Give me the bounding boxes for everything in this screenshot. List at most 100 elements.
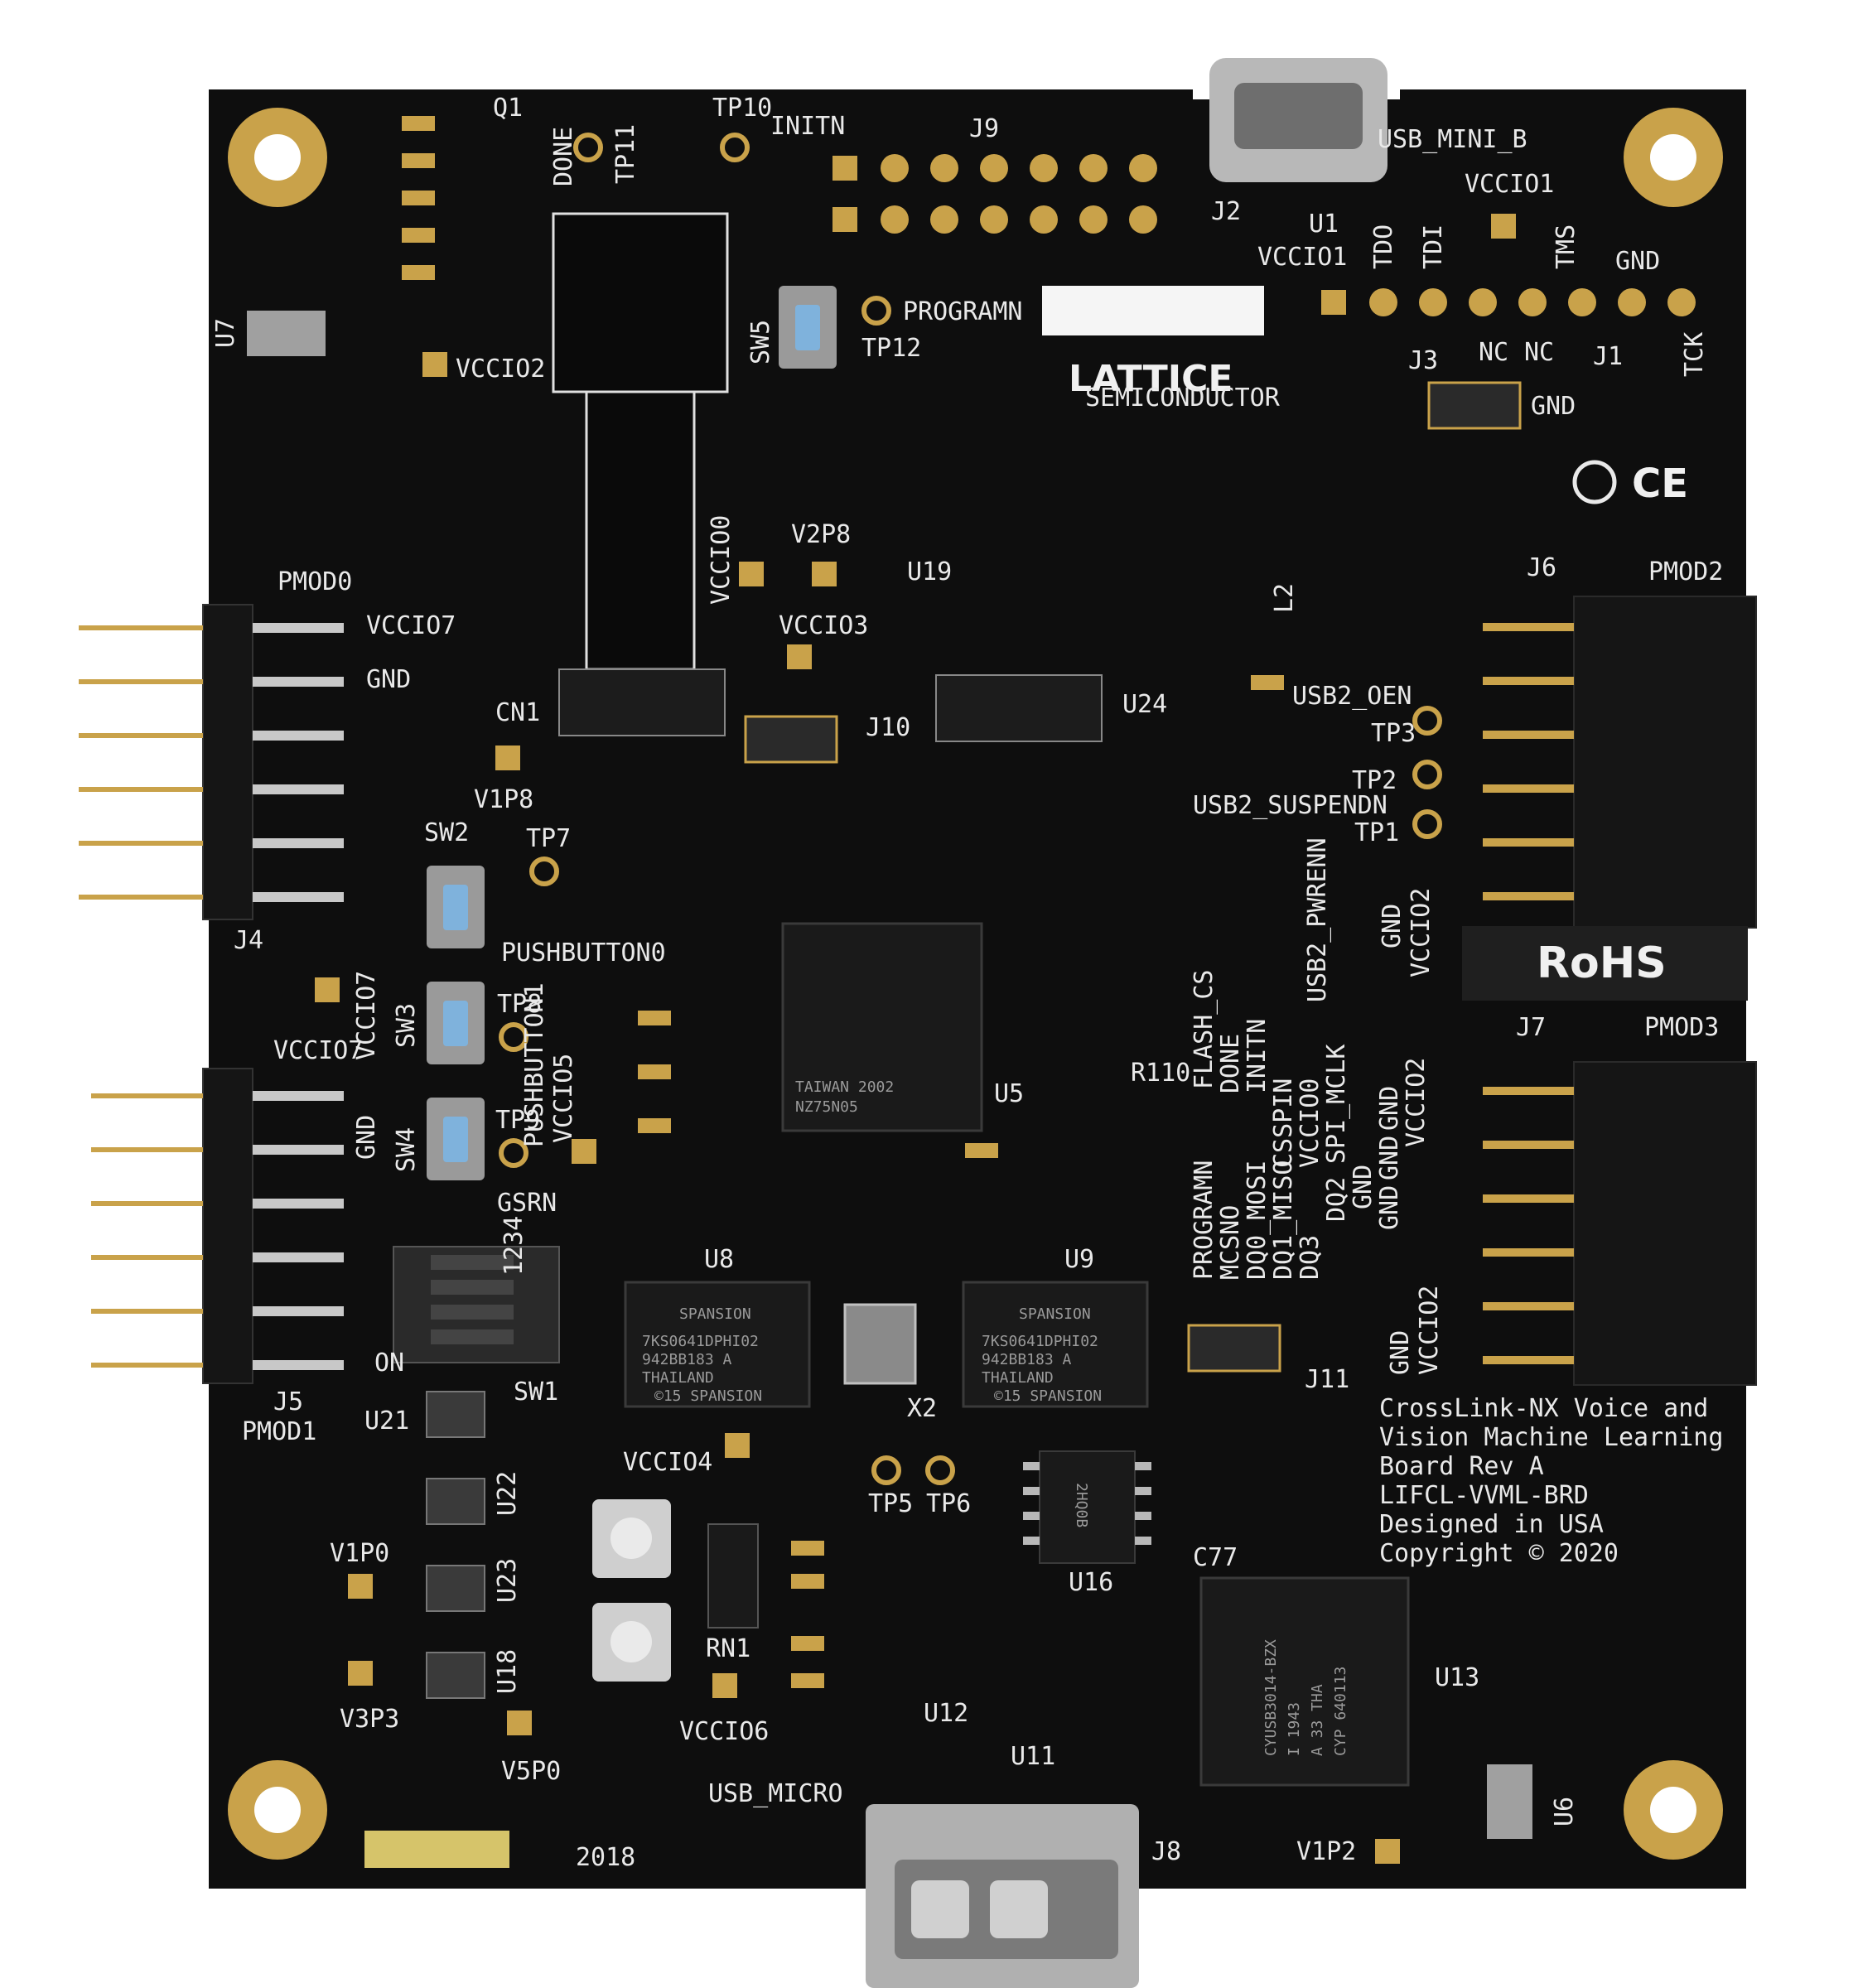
board-title-line-1: CrossLink-NX Voice and	[1379, 1394, 1708, 1423]
date-code-label	[364, 1831, 509, 1868]
svg-text:DQ1_MISO: DQ1_MISO	[1269, 1160, 1298, 1281]
gsrn-label: GSRN	[497, 1189, 557, 1218]
usb-mini-connector	[1209, 58, 1387, 182]
ref-l2: L2	[1270, 583, 1299, 613]
ref-u1: U1	[1309, 210, 1339, 239]
rgb-leds	[592, 1499, 671, 1682]
ce-mark: CE	[1632, 461, 1688, 507]
dip-numbers: 1234	[499, 1216, 528, 1276]
sw5-label: SW5	[746, 320, 775, 364]
smd-components	[402, 116, 1284, 1688]
pmod1-gnd: GND	[352, 1115, 381, 1160]
chip-u16: 2HQ0B	[1023, 1450, 1151, 1564]
svg-text:INITN: INITN	[1243, 1019, 1272, 1093]
j7-label: J7	[1516, 1013, 1546, 1042]
svg-text:CYUSB3014-BZX: CYUSB3014-BZX	[1262, 1639, 1280, 1756]
svg-text:DQ0_MOSI: DQ0_MOSI	[1243, 1160, 1272, 1281]
pmod0-header	[79, 604, 344, 920]
jtag-label-nc-1: NC	[1479, 338, 1508, 367]
pmod3-gnd: GND	[1386, 1330, 1415, 1375]
j8-label: J8	[1151, 1837, 1181, 1866]
board-title-block: CrossLink-NX Voice and Vision Machine Le…	[1379, 1394, 1723, 1568]
v5p0-label: V5P0	[501, 1757, 561, 1786]
fpga-mark-2: NZ75N05	[795, 1098, 858, 1116]
vccio4-label: VCCIO4	[623, 1448, 712, 1477]
vccio2-label: VCCIO2	[456, 355, 545, 384]
j1-jtag-header	[1321, 288, 1696, 316]
svg-text:GND: GND	[1349, 1165, 1378, 1209]
u8-mark-3: THAILAND	[642, 1369, 714, 1387]
ref-u16: U16	[1069, 1568, 1113, 1597]
v1p2-label: V1P2	[1296, 1837, 1356, 1866]
jtag-label-tdo: TDO	[1369, 224, 1398, 269]
svg-text:VCCIO2: VCCIO2	[1402, 1058, 1431, 1147]
j1-label: J1	[1593, 342, 1623, 371]
svg-text:FLASH_CS: FLASH_CS	[1190, 970, 1219, 1090]
lattice-logo-sub: SEMICONDUCTOR	[1085, 384, 1281, 413]
vccio7-label: VCCIO7	[352, 971, 381, 1060]
sw3-label: SW3	[392, 1003, 421, 1048]
ref-q1: Q1	[493, 94, 523, 123]
pmod2-header	[1483, 596, 1757, 929]
mic-u6	[1487, 1764, 1532, 1839]
svg-text:DQ3: DQ3	[1296, 1235, 1325, 1280]
svg-text:CYP 640113: CYP 640113	[1332, 1667, 1349, 1756]
mic-u7	[247, 311, 326, 356]
test-point-rings	[499, 133, 1442, 1485]
usb2-suspendn-label: USB2_SUSPENDN	[1193, 791, 1387, 820]
ref-u11: U11	[1011, 1742, 1055, 1771]
pmod2-gnd: GND	[1378, 904, 1407, 948]
pmod0-vccio7: VCCIO7	[366, 611, 456, 640]
ref-u22: U22	[493, 1471, 522, 1516]
sw4-label: SW4	[392, 1127, 421, 1172]
flash-u8	[624, 1281, 811, 1408]
svg-text:MCSNO: MCSNO	[1216, 1205, 1245, 1280]
jtag-label-gnd: GND	[1615, 247, 1660, 276]
tp12-label: TP12	[861, 334, 921, 363]
j9-header	[832, 154, 1157, 234]
push-buttons	[427, 286, 837, 1180]
svg-text:DQ2: DQ2	[1322, 1177, 1351, 1222]
u8-mark-4: ©15 SPANSION	[654, 1387, 762, 1405]
jtag-label-tdi: TDI	[1419, 224, 1448, 269]
v1p0-label: V1P0	[330, 1539, 389, 1568]
j3-label: J3	[1408, 346, 1438, 375]
j9-flash-labels: FLASH_CS DONE INITN CSSPIN VCCIO0 SPI_MC…	[1190, 970, 1431, 1281]
jtag-label-vccio1: VCCIO1	[1257, 243, 1347, 272]
done-label: DONE	[549, 127, 578, 186]
pmod3-label: PMOD3	[1644, 1013, 1719, 1042]
u8-mark-1: 7KS0641DPHI02	[642, 1333, 759, 1350]
sw1-label: SW1	[514, 1378, 558, 1407]
vccio5-label: VCCIO5	[549, 1054, 578, 1143]
j9-label: J9	[969, 114, 999, 143]
j10-label: J10	[866, 713, 910, 742]
tp8-label: TP8	[497, 990, 542, 1019]
mounting-holes	[228, 108, 1723, 1860]
jtag-label-tck: TCK	[1680, 332, 1709, 377]
svg-text:A 33 THA: A 33 THA	[1309, 1684, 1326, 1756]
resistor-network-rn1	[707, 1523, 759, 1629]
usb-mini-label: USB_MINI_B	[1378, 125, 1527, 154]
ref-u23: U23	[493, 1558, 522, 1603]
ref-u24: U24	[1122, 690, 1167, 719]
pmod1-label: PMOD1	[242, 1417, 316, 1446]
regulators	[426, 1391, 485, 1699]
j6-label: J6	[1527, 553, 1556, 582]
lattice-logo: LATTICE	[1069, 358, 1233, 400]
ref-u18: U18	[493, 1649, 522, 1694]
ref-u12: U12	[924, 1699, 968, 1728]
vccio3-label: VCCIO3	[779, 611, 868, 640]
u9-mark-4: ©15 SPANSION	[994, 1387, 1102, 1405]
flash-u9	[962, 1281, 1149, 1408]
pushbutton0-label: PUSHBUTTON0	[501, 939, 666, 967]
pmod0-label: PMOD0	[277, 567, 352, 596]
u13-marking: CYUSB3014-BZX I 1943 A 33 THA CYP 640113	[1262, 1639, 1349, 1756]
u9-mark-3: THAILAND	[982, 1369, 1054, 1387]
ce-circle-mark	[1572, 460, 1617, 504]
rohs-mark: RoHS	[1537, 939, 1667, 988]
jumpers	[744, 381, 1522, 1373]
pmod1-header	[91, 1068, 344, 1384]
vccio0-label: VCCIO0	[707, 515, 736, 605]
usb2-pwrenn-label: USB2_PWRENN	[1303, 837, 1332, 1002]
